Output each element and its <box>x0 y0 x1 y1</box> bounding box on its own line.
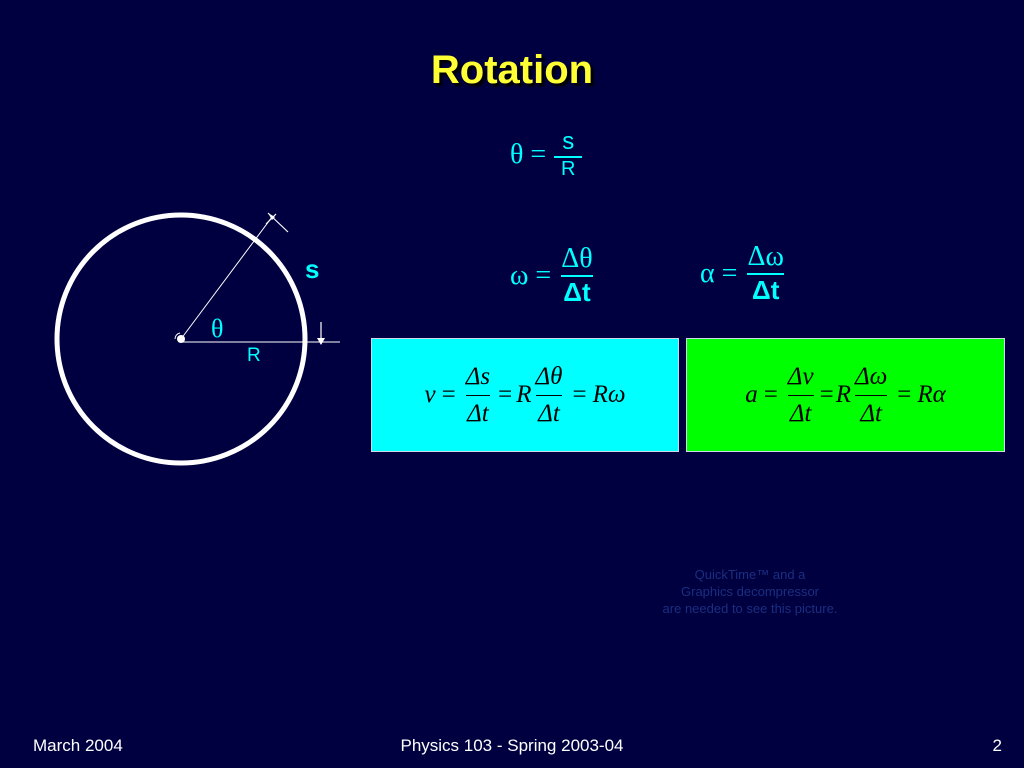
theta-fraction: s R <box>554 128 583 181</box>
quicktime-placeholder: QuickTime™ and a Graphics decompressor a… <box>620 566 880 617</box>
slide-title: Rotation <box>430 48 594 92</box>
footer-page-number: 2 <box>992 736 1002 755</box>
theta-numerator: s <box>562 128 575 155</box>
omega-formula: ω = Δθ Δt <box>510 243 593 308</box>
velocity-num-1: Δs <box>465 362 491 390</box>
acceleration-line-2 <box>854 394 888 396</box>
arc-label: s <box>305 254 320 284</box>
circle <box>54 212 308 466</box>
footer-course: Physics 103 - Spring 2003-04 <box>400 736 624 755</box>
alpha-denominator: Δt <box>752 275 780 305</box>
velocity-equals-3: = <box>572 381 587 408</box>
acceleration-symbol: a <box>745 381 758 408</box>
velocity-fraction-2: Δθ Δt <box>535 362 563 428</box>
acceleration-fraction-2: Δω Δt <box>854 362 888 428</box>
velocity-result: Rω <box>592 381 626 408</box>
center-dot <box>177 335 185 343</box>
omega-fraction: Δθ Δt <box>561 243 593 308</box>
velocity-num-2: Δθ <box>535 362 563 390</box>
arc-arrow-top-head <box>268 213 275 220</box>
acceleration-num-1: Δv <box>787 362 814 390</box>
theta-lhs: θ = <box>510 138 547 170</box>
acceleration-r: R <box>835 381 851 408</box>
angle-label: θ <box>211 314 224 343</box>
radius-line-angled <box>180 216 273 340</box>
acceleration-den-2: Δt <box>860 399 882 427</box>
theta-denominator: R <box>560 158 576 180</box>
alpha-fraction: Δω Δt <box>747 241 784 306</box>
omega-denominator: Δt <box>563 277 591 307</box>
alpha-formula: α = Δω Δt <box>700 241 784 306</box>
alpha-fraction-line <box>747 273 784 275</box>
center-arc <box>174 332 181 340</box>
placeholder-line-1: QuickTime™ and a <box>694 567 806 582</box>
velocity-fraction-1: Δs Δt <box>465 362 491 428</box>
velocity-symbol: v <box>424 381 436 408</box>
velocity-formula-box: v = Δs Δt = R Δθ Δt = Rω <box>371 338 679 452</box>
velocity-line-2 <box>535 394 563 396</box>
acceleration-fraction-1: Δv Δt <box>787 362 814 428</box>
velocity-r: R <box>516 381 532 408</box>
velocity-equals-1: = <box>441 381 456 408</box>
placeholder-line-2: Graphics decompressor <box>681 584 819 599</box>
radius-label: R <box>247 345 261 366</box>
arc-arrow-bottom-head <box>317 338 325 345</box>
velocity-line-1 <box>465 394 491 396</box>
velocity-den-1: Δt <box>467 399 489 427</box>
acceleration-den-1: Δt <box>789 399 812 427</box>
acceleration-formula-box: a = Δv Δt = R Δω Δt = Rα <box>686 338 1005 452</box>
theta-fraction-line <box>554 156 583 158</box>
velocity-den-2: Δt <box>538 399 560 427</box>
acceleration-equals-3: = <box>897 381 912 408</box>
velocity-equals-2: = <box>498 381 513 408</box>
placeholder-line-3: are needed to see this picture. <box>662 601 838 616</box>
acceleration-result: Rα <box>917 381 946 408</box>
alpha-numerator: Δω <box>747 241 784 272</box>
acceleration-equals-1: = <box>763 381 778 408</box>
theta-formula: θ = s R <box>510 128 583 181</box>
arc-arrow-top-tick <box>265 213 277 225</box>
omega-numerator: Δθ <box>561 243 593 274</box>
acceleration-line-1 <box>787 394 814 396</box>
omega-fraction-line <box>561 275 593 277</box>
omega-lhs: ω = <box>510 259 552 291</box>
acceleration-num-2: Δω <box>854 362 888 390</box>
acceleration-equals-2: = <box>819 381 834 408</box>
alpha-lhs: α = <box>700 257 738 289</box>
footer-date: March 2004 <box>33 736 123 755</box>
